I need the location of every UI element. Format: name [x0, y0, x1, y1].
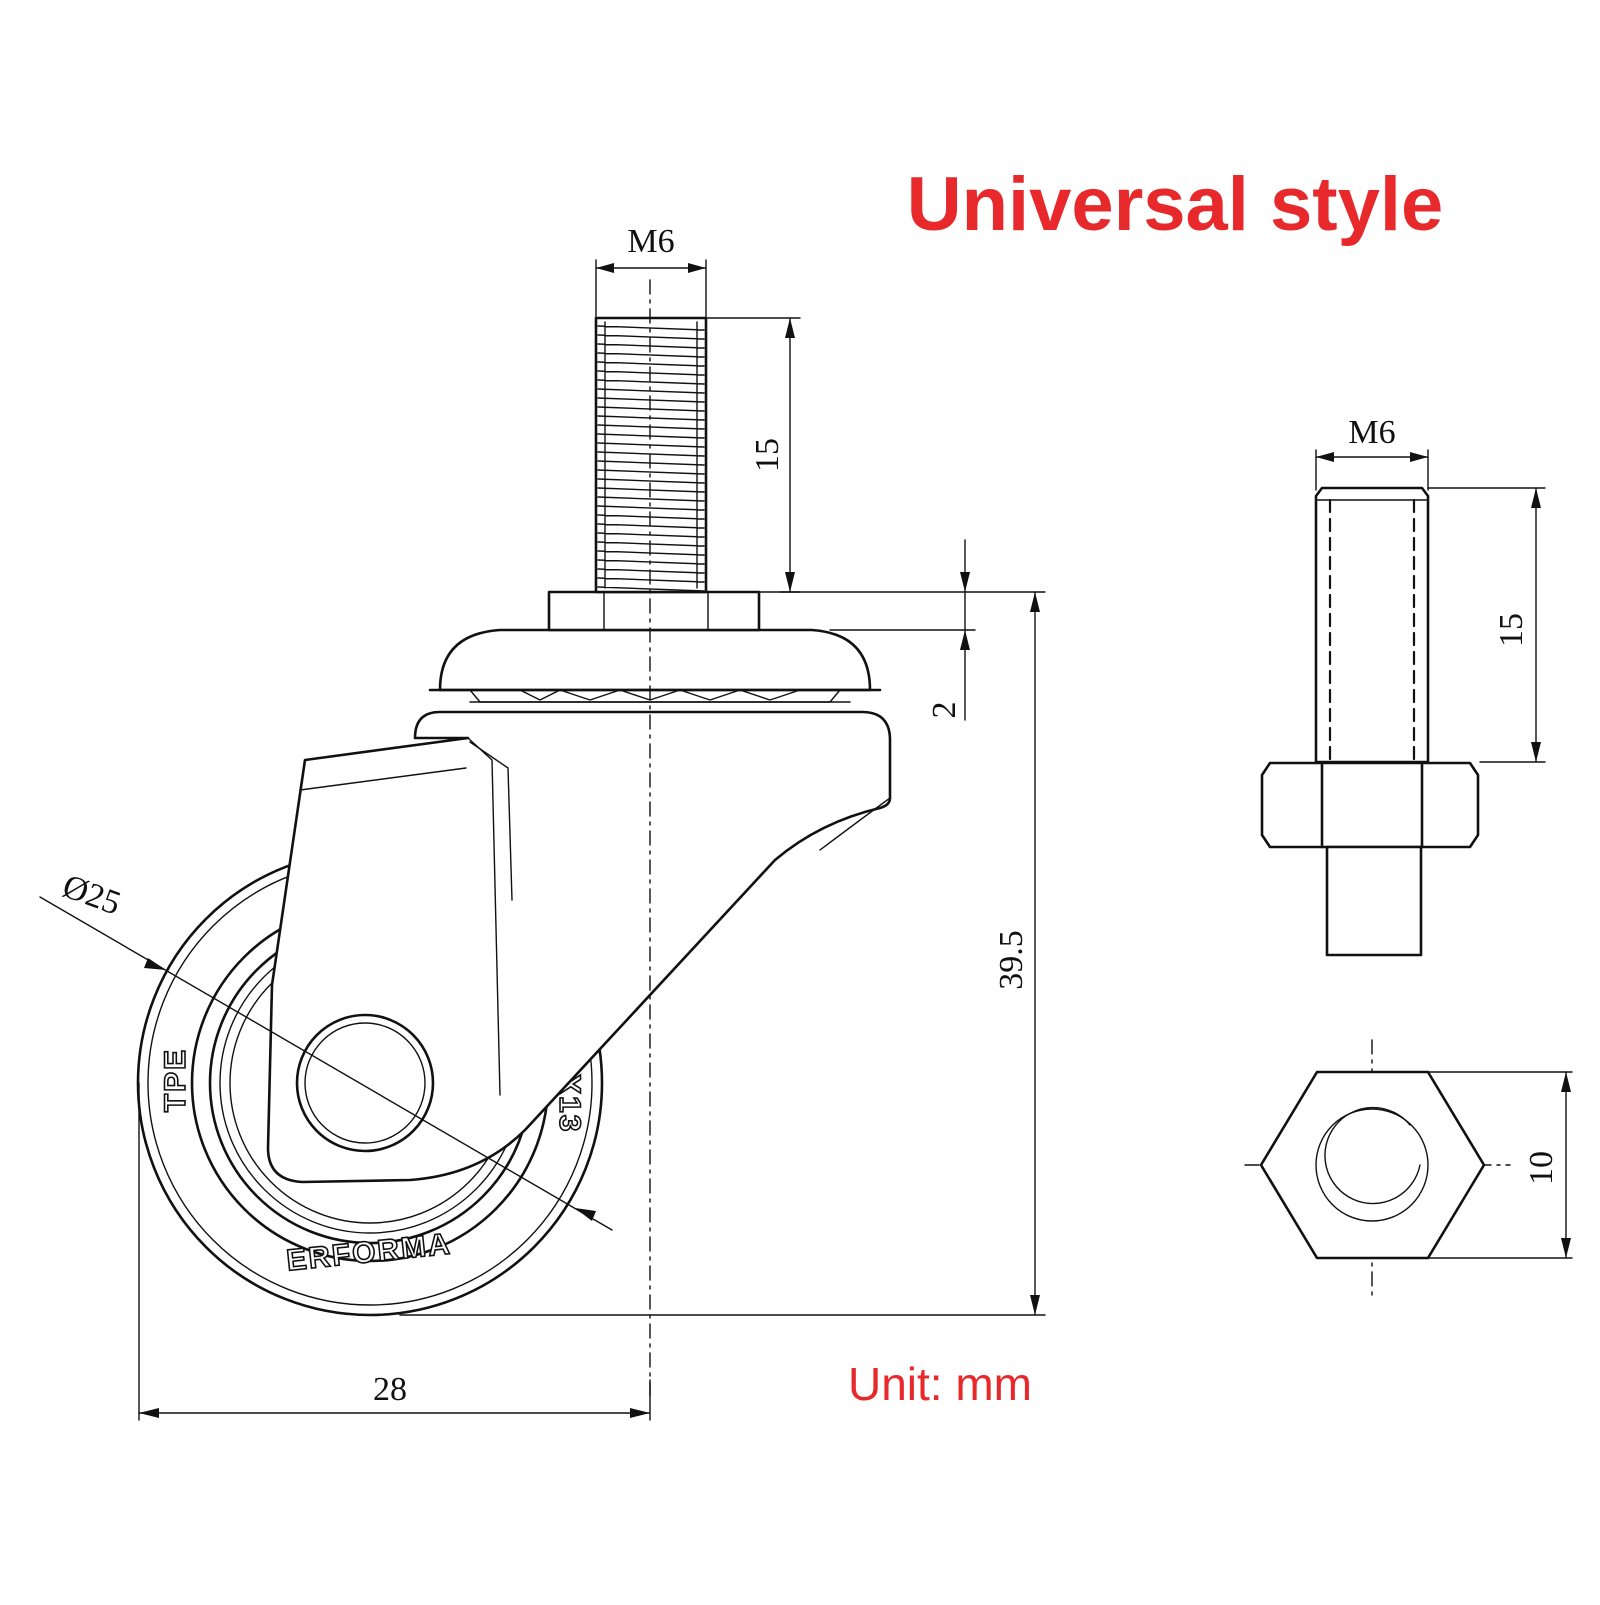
- wheel: TPE ERFORMA 25X13: [136, 849, 604, 1317]
- dim-wheel-diameter: Ø25: [58, 868, 126, 923]
- dim-plate-thickness: 2: [926, 702, 963, 719]
- dim-thread-m6: M6: [627, 223, 674, 260]
- fork-bracket: [266, 710, 892, 1184]
- dimensions-main: M6 15 2 39.5 Ø25 28: [39, 223, 1046, 1421]
- caster-main-view: TPE ERFORMA 25X13: [136, 279, 892, 1401]
- dim-nut-across-flats: 10: [1523, 1151, 1560, 1185]
- mounting-plate: [547, 590, 761, 632]
- tread-text-left: TPE: [159, 1048, 192, 1112]
- dim-overall-width: 28: [373, 1371, 407, 1408]
- tread-text-bottom: ERFORMA: [285, 1227, 453, 1277]
- nut-top-view: [1244, 1039, 1511, 1296]
- title-text: Universal style: [907, 162, 1444, 247]
- dim-bolt-thread-length: 15: [1493, 613, 1530, 647]
- dim-bolt-thread-m6: M6: [1348, 414, 1395, 451]
- dim-thread-length: 15: [749, 438, 786, 472]
- dimensions-nut: 10: [1427, 1071, 1573, 1259]
- unit-label: Unit: mm: [848, 1358, 1032, 1410]
- dim-total-height: 39.5: [993, 930, 1030, 990]
- dimensions-bolt: M6 15: [1315, 414, 1546, 763]
- threaded-stem: [594, 316, 708, 594]
- bolt-side-view: [1260, 486, 1480, 957]
- swivel-ring: [428, 628, 882, 703]
